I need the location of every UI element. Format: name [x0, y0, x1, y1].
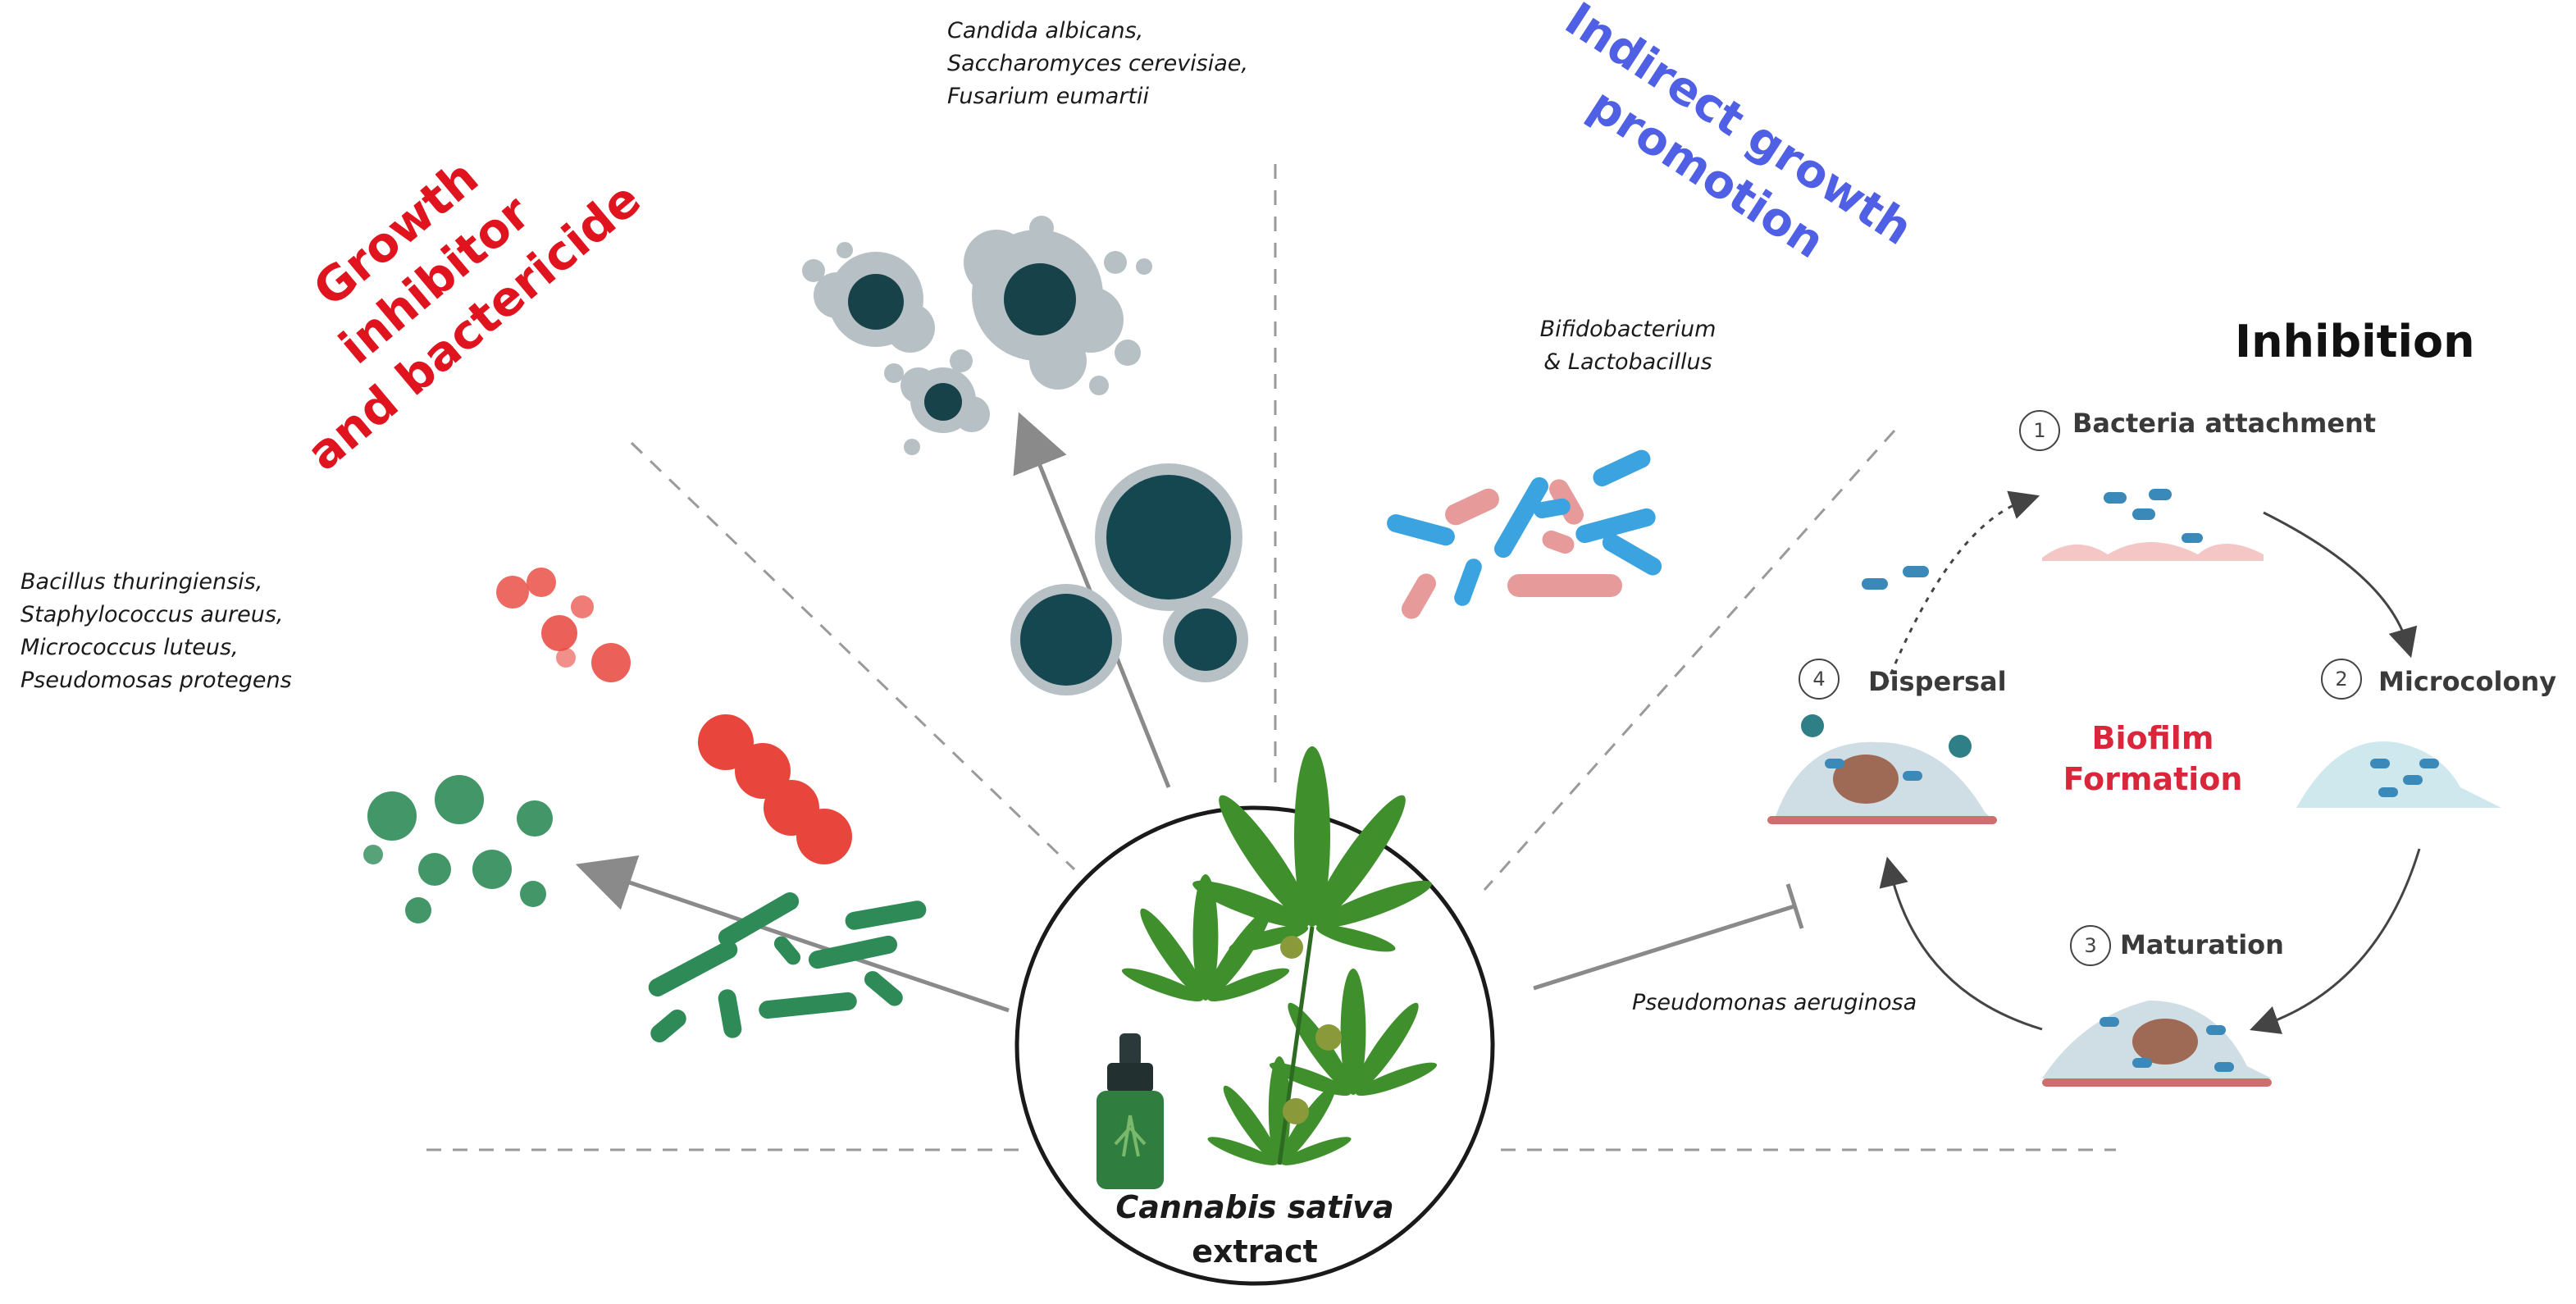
attachment-cells — [2042, 489, 2264, 561]
microcolony-cells — [2296, 741, 2501, 808]
bacteria-left-label: Bacillus thuringiensis, Staphylococcus a… — [21, 566, 292, 697]
probiotic-illustration — [1387, 449, 1662, 619]
pseudomonas-label: Pseudomonas aeruginosa — [1632, 990, 1917, 1015]
step-label-maturation: Maturation — [2120, 929, 2284, 960]
fungi-label-line: Candida albicans, — [947, 18, 1144, 43]
dispersal-cells — [1767, 566, 1997, 824]
arrow-maturation-to-dispersal — [1879, 856, 2043, 1031]
inhibition-bar — [1785, 883, 1804, 929]
extract-suffix: extract — [1192, 1233, 1318, 1270]
bacteria-label-line: Staphylococcus aureus, — [21, 602, 284, 627]
dashed-divider-right — [1483, 430, 1896, 891]
red-cocci-illustration — [496, 568, 852, 864]
biofilm-title-line: Biofilm — [2091, 720, 2214, 756]
dashed-dividers — [426, 164, 2116, 1151]
extract-label: Cannabis sativa extract — [1091, 1185, 1419, 1274]
extract-name: Cannabis sativa — [1115, 1189, 1394, 1225]
step-number-1: 1 — [2019, 410, 2060, 451]
inhibition-line — [1533, 904, 1795, 991]
probiotic-label-line: & Lactobacillus — [1543, 349, 1712, 375]
step-number-2: 2 — [2321, 659, 2362, 700]
cannabis-leaf-icon — [1121, 746, 1438, 1165]
fungi-label-line: Saccharomyces cerevisiae, — [947, 51, 1248, 76]
fungi-label: Candida albicans, Saccharomyces cerevisi… — [947, 15, 1248, 113]
biofilm-cycle — [1767, 489, 2501, 1087]
arrow-attachment-to-microcolony — [2263, 511, 2418, 659]
fungi-illustration — [802, 216, 1248, 695]
step-label-microcolony: Microcolony — [2378, 666, 2557, 697]
bacteria-label-line: Bacillus thuringiensis, — [21, 569, 263, 595]
inhibition-title: Inhibition — [2235, 316, 2475, 367]
step-number-3: 3 — [2070, 925, 2111, 966]
probiotic-label-line: Bifidobacterium — [1539, 317, 1717, 342]
green-bacteria-illustration — [363, 775, 927, 1042]
arrow-dispersal-to-attachment — [1885, 490, 2040, 686]
step-label-attachment: Bacteria attachment — [2072, 408, 2377, 439]
maturation-cells — [2042, 1001, 2272, 1087]
bacteria-label-line: Pseudomosas protegens — [21, 668, 292, 693]
dropper-bottle-icon — [1097, 1033, 1164, 1189]
biofilm-formation-title: Biofilm Formation — [2042, 718, 2264, 800]
step-label-dispersal: Dispersal — [1868, 666, 2007, 697]
biofilm-title-line: Formation — [2063, 761, 2243, 797]
probiotic-label: Bifidobacterium & Lactobacillus — [1493, 313, 1763, 379]
step-number-4: 4 — [1799, 659, 1840, 700]
bacteria-label-line: Micrococcus luteus, — [21, 635, 239, 660]
arrow-microcolony-to-maturation — [2250, 848, 2421, 1034]
dashed-divider-left — [630, 441, 1076, 871]
fungi-label-line: Fusarium eumartii — [947, 84, 1150, 109]
arrow-to-bacteria — [575, 855, 1010, 1013]
